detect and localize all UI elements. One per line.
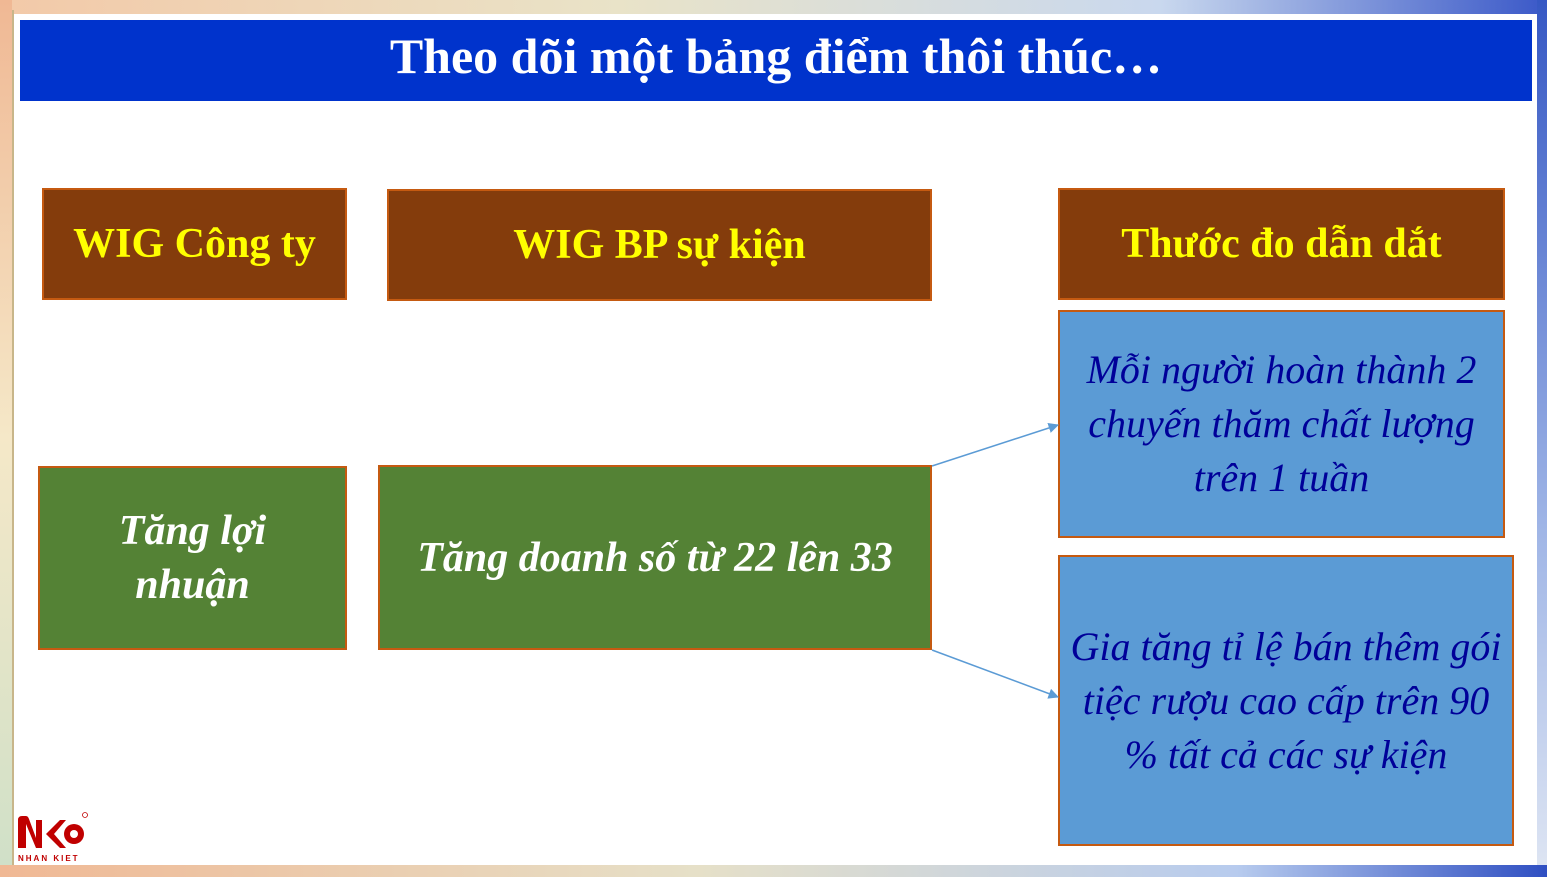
header-lead-measure: Thước đo dẫn dắt xyxy=(1058,188,1505,300)
logo-text: NHAN KIET xyxy=(18,854,80,863)
header-company-wig-label: WIG Công ty xyxy=(73,221,316,267)
header-event-wig: WIG BP sự kiện xyxy=(387,189,932,301)
frame-left-border xyxy=(0,0,12,877)
slide-title: Theo dõi một bảng điểm thôi thúc… xyxy=(20,20,1532,101)
company-goal-box: Tăng lợi nhuận xyxy=(38,466,347,650)
frame-left-line xyxy=(12,10,14,868)
event-goal-text: Tăng doanh số từ 22 lên 33 xyxy=(417,534,893,581)
header-event-wig-label: WIG BP sự kiện xyxy=(513,222,806,268)
lead-measure-box-1: Mỗi người hoàn thành 2 chuyến thăm chất … xyxy=(1058,310,1505,538)
frame-right-border xyxy=(1537,0,1547,877)
frame-bottom-border xyxy=(0,865,1547,877)
header-company-wig: WIG Công ty xyxy=(42,188,347,300)
arrow-to-measure-1 xyxy=(931,422,1059,467)
lead-measure-box-2: Gia tăng tỉ lệ bán thêm gói tiệc rượu ca… xyxy=(1058,555,1514,846)
company-goal-text: Tăng lợi nhuận xyxy=(118,508,267,608)
header-lead-measure-label: Thước đo dẫn dắt xyxy=(1121,221,1442,267)
lead-measure-text-2: Gia tăng tỉ lệ bán thêm gói tiệc rượu ca… xyxy=(1070,623,1502,777)
frame-top-border xyxy=(0,0,1547,14)
lead-measure-text-1: Mỗi người hoàn thành 2 chuyến thăm chất … xyxy=(1086,347,1477,500)
company-logo: NHAN KIET xyxy=(18,812,88,863)
arrow-to-measure-2 xyxy=(931,649,1059,699)
event-goal-box: Tăng doanh số từ 22 lên 33 xyxy=(378,465,932,650)
